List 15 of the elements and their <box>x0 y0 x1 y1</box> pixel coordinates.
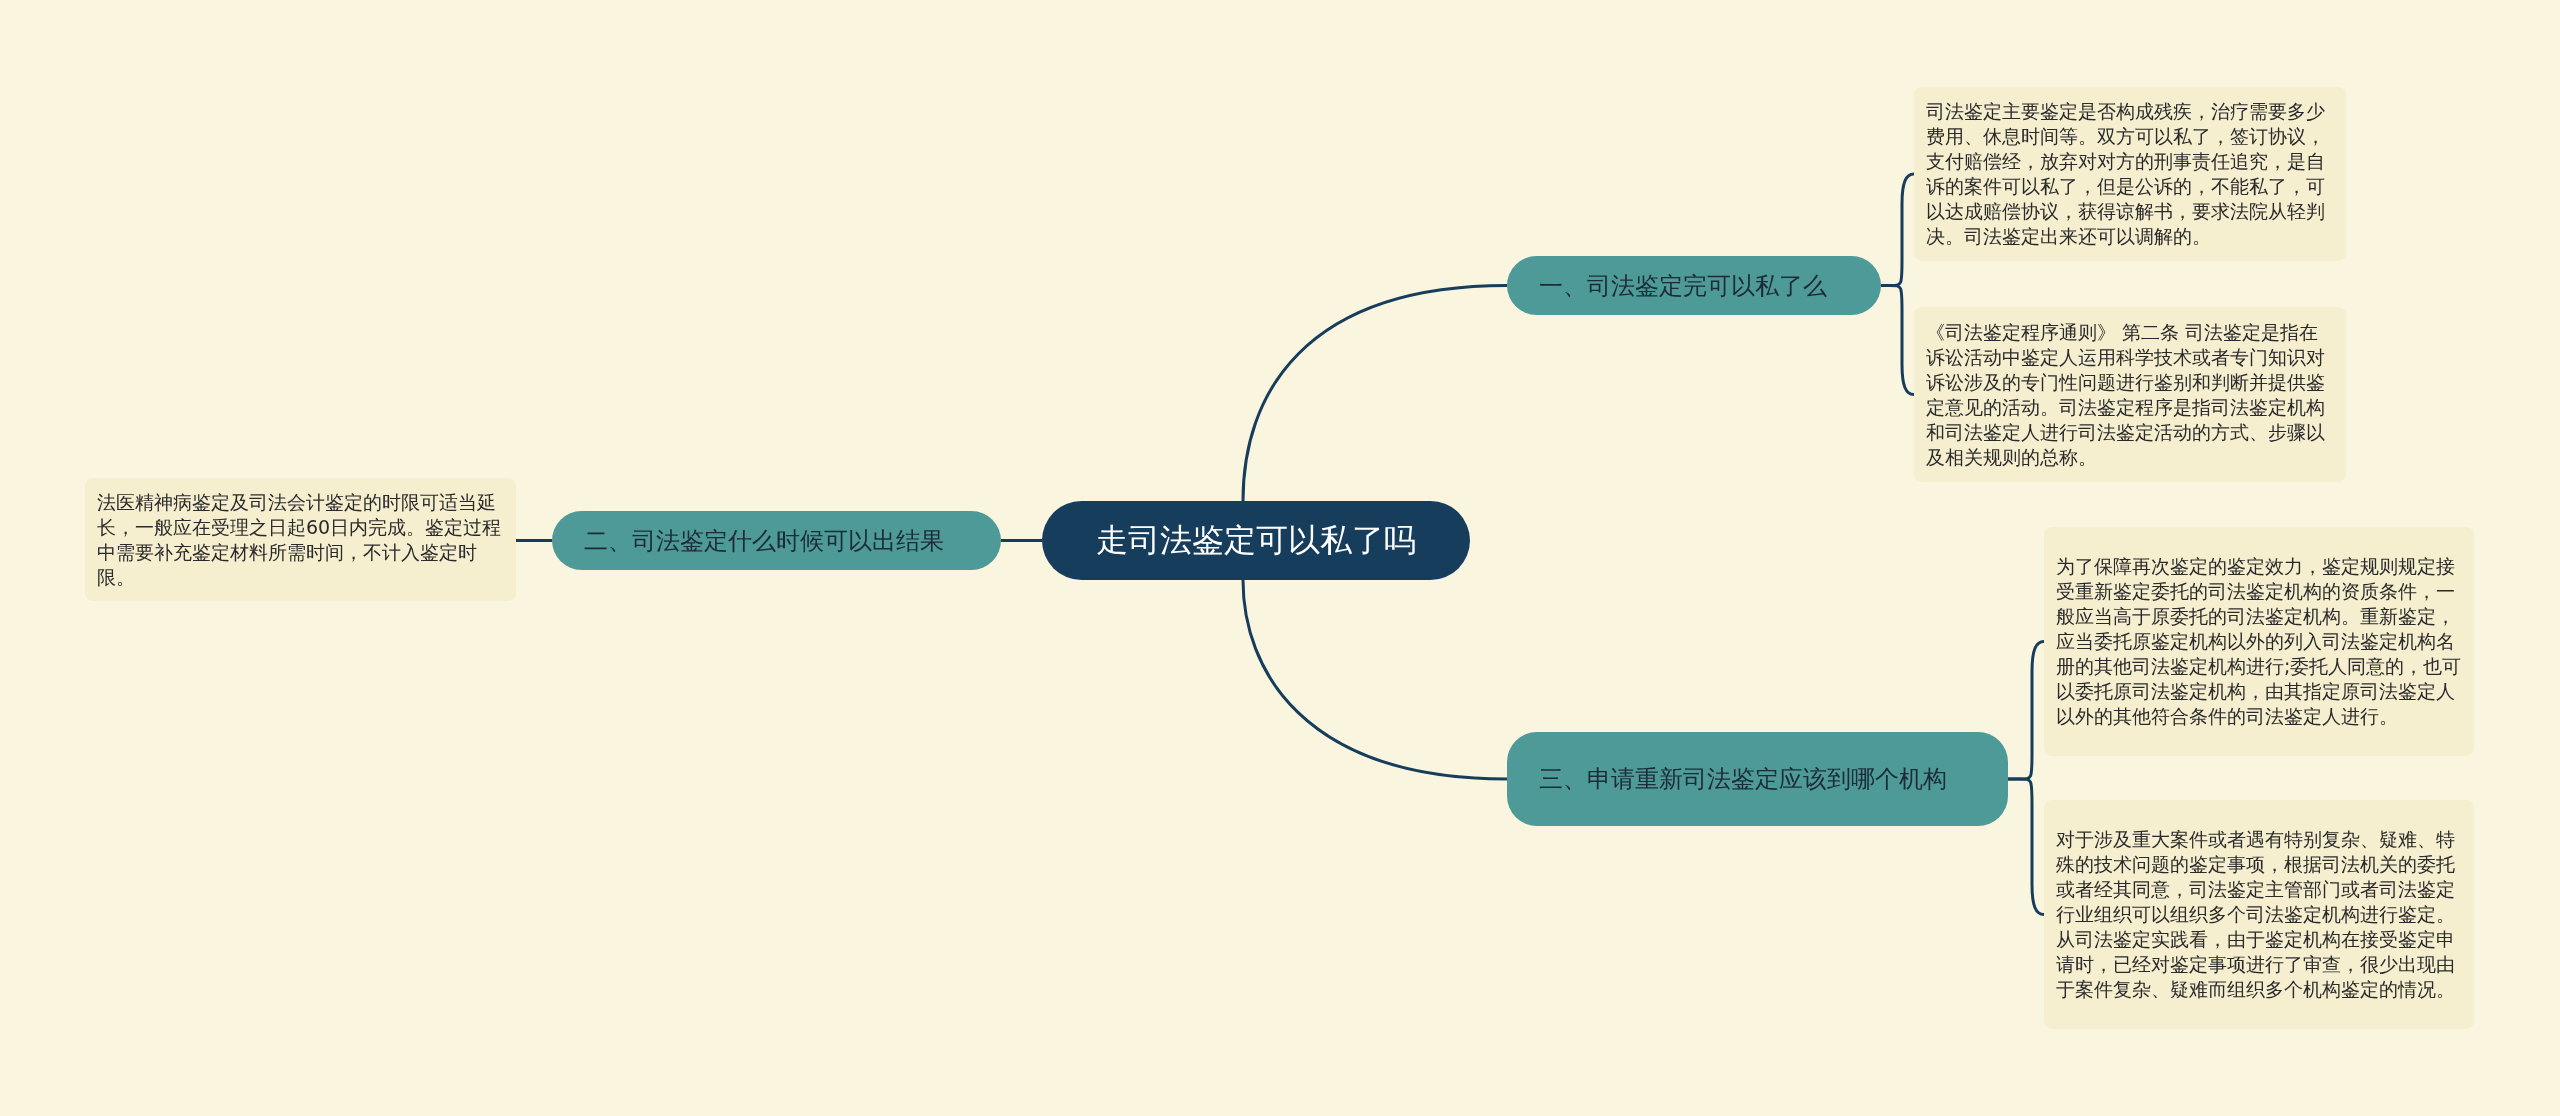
connector-line <box>1241 579 1508 781</box>
connector-line <box>2008 777 2045 916</box>
connector-line <box>1881 284 1915 396</box>
central-topic: 走司法鉴定可以私了吗 <box>1042 501 1470 580</box>
note-box: 对于涉及重大案件或者遇有特别复杂、疑难、特殊的技术问题的鉴定事项，根据司法机关的委托或者经其同意，司法鉴定主管部门或者司法鉴定行业组织可以组织多个司法鉴定机构进行鉴定。从司法鉴定实践看，由于鉴定机构在接受鉴定申请时，已经对鉴定事项进行了审查，很少出现由于案件复杂、疑难而组织多个机构鉴定的情况。 <box>2044 800 2474 1029</box>
note-box: 法医精神病鉴定及司法会计鉴定的时限可适当延长，一般应在受理之日起60日内完成。鉴定过程中需要补充鉴定材料所需时间，不计入鉴定时限。 <box>85 478 516 601</box>
connector-line <box>516 539 552 542</box>
topic-box: 二、司法鉴定什么时候可以出结果 <box>552 511 1001 570</box>
note-box: 司法鉴定主要鉴定是否构成残疾，治疗需要多少费用、休息时间等。双方可以私了，签订协议，支付赔偿经，放弃对对方的刑事责任追究，是自诉的案件可以私了，但是公诉的，不能私了，可以达成赔偿协议，获得谅解书，要求法院从轻判决。司法鉴定出来还可以调解的。 <box>1914 87 2346 261</box>
note-box: 《司法鉴定程序通则》 第二条 司法鉴定是指在诉讼活动中鉴定人运用科学技术或者专门知识对诉讼涉及的专门性问题进行鉴别和判断并提供鉴定意见的活动。司法鉴定程序是指司法鉴定机构和司法鉴定人进行司法鉴定活动的方式、步骤以及相关规则的总称。 <box>1914 307 2346 482</box>
topic-box: 三、申请重新司法鉴定应该到哪个机构 <box>1507 732 2008 826</box>
note-box: 为了保障再次鉴定的鉴定效力，鉴定规则规定接受重新鉴定委托的司法鉴定机构的资质条件，一般应当高于原委托的司法鉴定机构。重新鉴定，应当委托原鉴定机构以外的列入司法鉴定机构名册的其他司法鉴定机构进行;委托人同意的，也可以委托原司法鉴定机构，由其指定原司法鉴定人以外的其他符合条件的司法鉴定人进行。 <box>2044 527 2474 756</box>
connector-line <box>1001 539 1042 542</box>
connector-line <box>1241 284 1508 502</box>
topic-box: 一、司法鉴定完可以私了么 <box>1507 256 1881 315</box>
